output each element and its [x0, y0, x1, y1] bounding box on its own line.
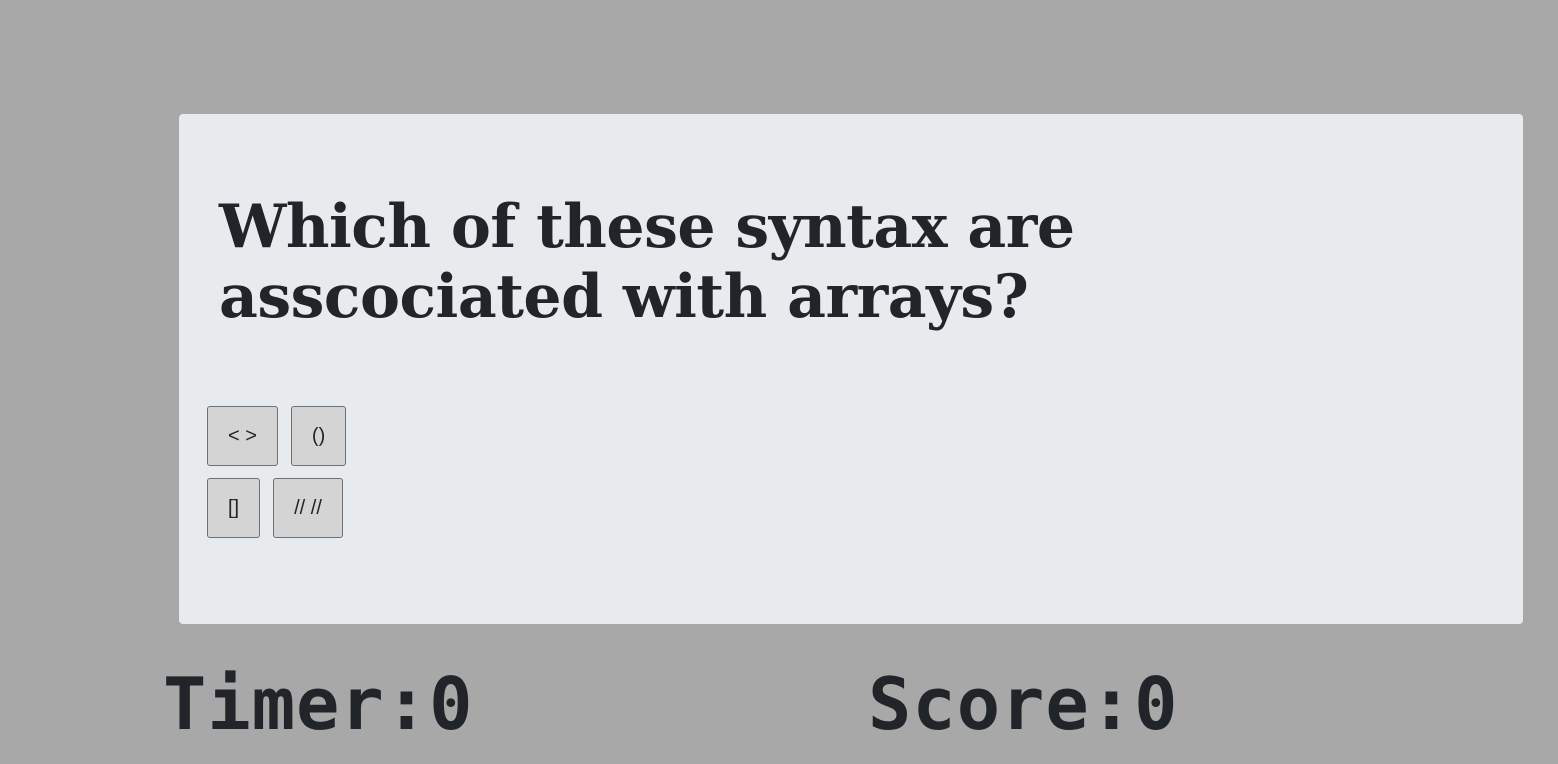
question-text: Which of these syntax are asscociated wi…: [219, 192, 1075, 332]
quiz-card: Which of these syntax are asscociated wi…: [179, 114, 1523, 624]
timer-display: Timer:0: [163, 668, 473, 740]
answer-button-square-brackets[interactable]: []: [207, 478, 261, 538]
score-label: Score:: [868, 662, 1135, 746]
answer-button-parentheses[interactable]: (): [290, 406, 347, 466]
score-value: 0: [1134, 662, 1179, 746]
answer-row-1: < > (): [207, 406, 347, 466]
timer-value: 0: [429, 662, 474, 746]
score-display: Score:0: [868, 668, 1178, 740]
timer-label: Timer:: [163, 662, 430, 746]
answer-button-angle-brackets[interactable]: < >: [207, 406, 278, 466]
answer-row-2: [] // //: [207, 478, 343, 538]
answer-button-double-slashes[interactable]: // //: [273, 478, 343, 538]
